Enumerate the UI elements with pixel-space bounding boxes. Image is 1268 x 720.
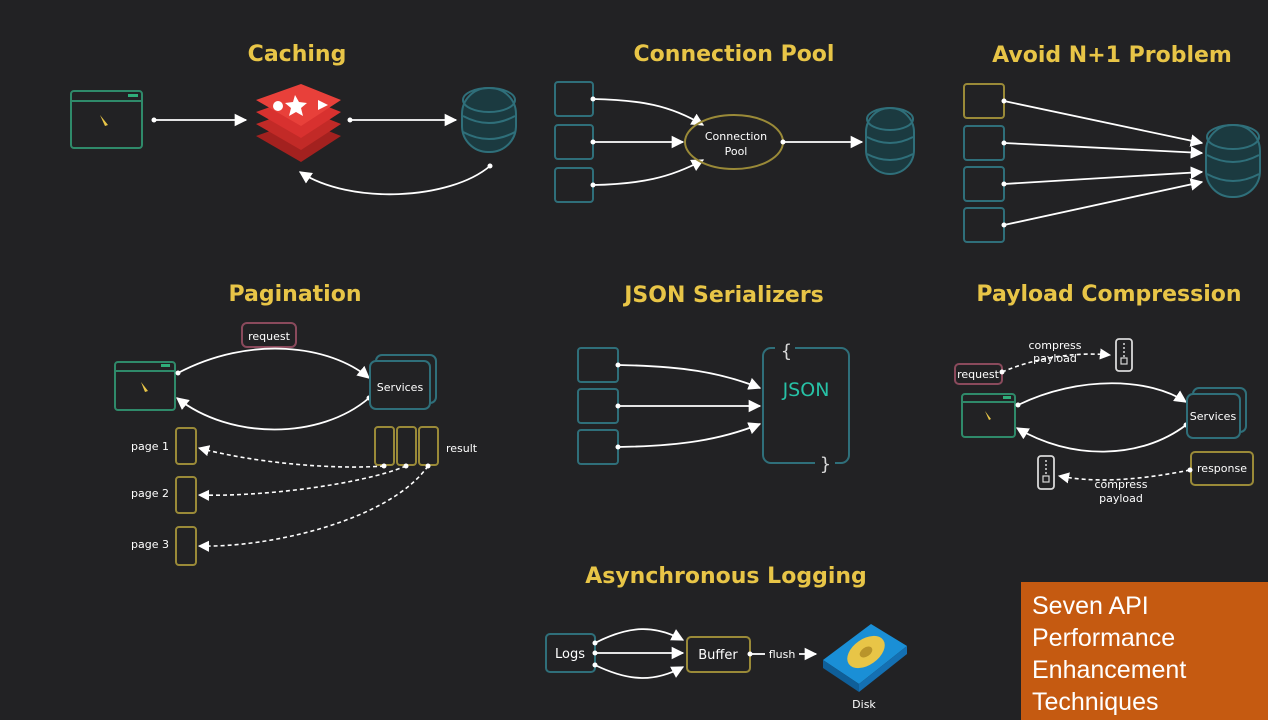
query-box [963,207,1005,243]
page-box [175,476,197,514]
n-plus-one-section: Avoid N+1 Problem [963,43,1261,243]
pagination-title: Pagination [228,282,361,307]
disk-label: Disk [852,698,876,711]
close-brace: } [820,454,831,475]
page-2-label: page 2 [131,487,169,500]
pagination-section: Pagination request Services result page … [114,282,478,566]
result-chunk [374,426,395,466]
query-box [963,83,1005,119]
page-box [175,427,197,465]
result-chunk [418,426,439,466]
page-3-label: page 3 [131,538,169,551]
request-label: request [248,330,291,343]
caption-box: Seven API Performance Enhancement Techni… [1021,582,1268,720]
result-label: result [446,442,478,455]
object-box [577,388,619,424]
logs-label: Logs [555,647,585,662]
database-icon [865,107,915,175]
compress-top-line1: compress [1029,339,1082,352]
compress-bottom-line2: payload [1099,492,1143,505]
services-stack: Services [1186,387,1247,439]
json-label: JSON [782,379,830,401]
async-logging-title: Asynchronous Logging [585,564,867,589]
caption-line: Techniques [1032,688,1159,716]
flush-label: flush [769,648,796,661]
db-to-cache-return-arrow [298,165,491,196]
client-box [554,124,594,160]
caption-line: Enhancement [1032,656,1187,684]
object-box [577,347,619,383]
zip-file-icon [1115,338,1133,372]
caching-section: Caching [70,42,517,196]
page-1-label: page 1 [131,440,169,453]
json-document [762,347,850,464]
pool-label-line1: Connection [705,130,767,143]
caching-title: Caching [248,42,347,67]
services-label: Services [1190,410,1237,423]
services-label: Services [377,381,424,394]
client-window-icon [70,90,143,149]
payload-compression-title: Payload Compression [976,282,1241,307]
database-icon [461,87,517,153]
json-serializers-title: JSON Serializers [622,283,824,308]
page-box [175,526,197,566]
connection-pool-title: Connection Pool [634,42,835,67]
redis-cache-icon [256,84,341,162]
pool-label-line2: Pool [725,145,748,158]
connection-pool-section: Connection Pool Connection Pool [554,42,915,203]
client-window-icon [961,393,1016,438]
caption-line: Seven API [1032,592,1149,620]
caption-line: Performance [1032,624,1176,652]
request-badge [241,322,297,348]
zip-file-icon [1037,455,1055,490]
query-box [963,125,1005,161]
payload-compression-section: Payload Compression compress payload req… [954,282,1254,505]
client-window-icon [114,361,176,411]
query-box [963,166,1005,202]
buffer-label: Buffer [698,648,738,663]
response-label: response [1197,462,1247,475]
n-plus-one-title: Avoid N+1 Problem [992,43,1232,68]
services-stack: Services [369,354,437,410]
open-brace: { [781,341,792,362]
result-chunk [396,426,417,466]
compress-bottom-line1: compress [1095,478,1148,491]
request-label: request [957,368,1000,381]
client-box [554,81,594,117]
async-logging-section: Asynchronous Logging Logs Buffer flush D… [545,564,907,711]
client-box [554,167,594,203]
database-icon [1205,124,1261,198]
object-box [577,429,619,465]
json-serializers-section: JSON Serializers { } JSON [577,283,850,475]
compress-top-line2: payload [1033,352,1077,365]
disk-icon [823,624,907,692]
